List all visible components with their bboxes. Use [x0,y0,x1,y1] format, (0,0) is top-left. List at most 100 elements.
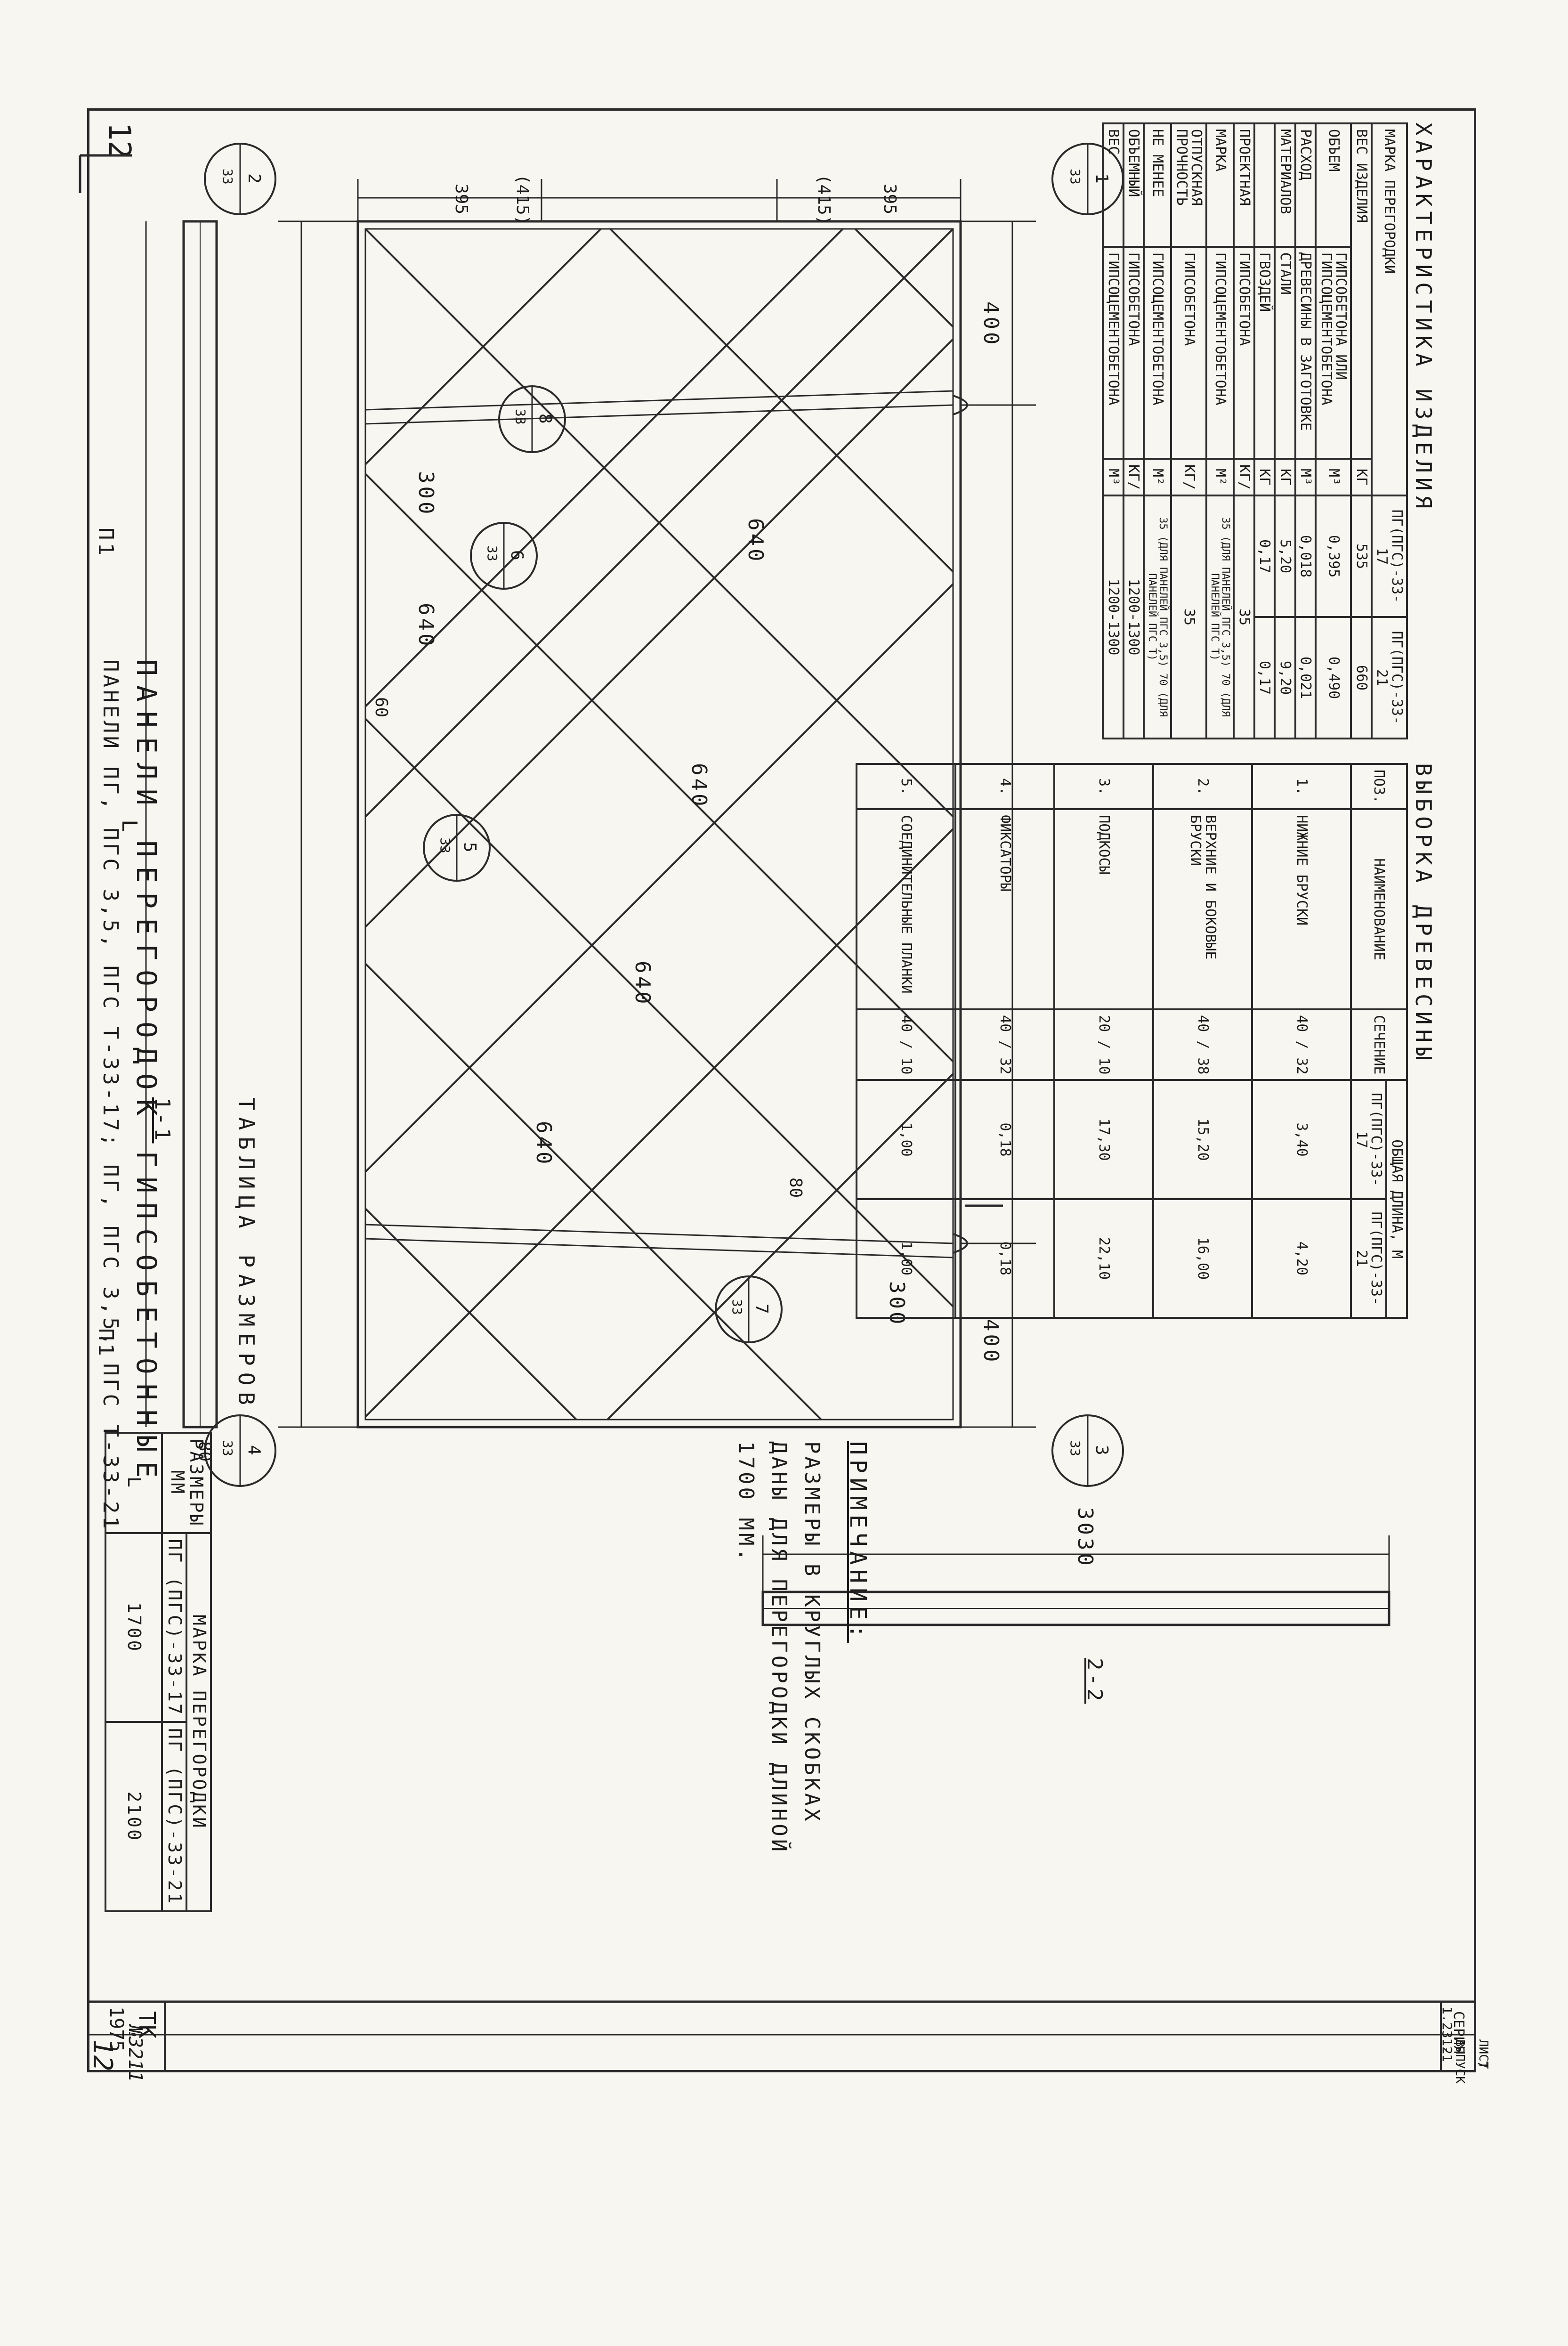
char-row-2-a: РАСХОД [1295,123,1316,247]
char-row-3-b: СТАЛИ [1275,246,1295,459]
sel-row-0-v1: 3,40 [1252,1080,1351,1199]
mark-8-ref: 33 [513,409,528,425]
mark-8: 8 [535,414,555,424]
char-row-5-v1: 35 [1234,495,1254,739]
sel-row-2-pos: 3. [1054,764,1154,810]
sel-head-len: ОБЩАЯ ДЛИНА, М [1386,1080,1407,1318]
char-row-2-u: М³ [1295,458,1316,496]
char-row-5-u: КГ/ [1234,458,1254,496]
char-row-6-b: ГИПСОЦЕМЕНТОБЕТОНА [1206,246,1234,459]
char-row-8-a: НЕ МЕНЕЕ [1144,123,1172,247]
char-row-1-u: М³ [1316,458,1351,496]
note-line-2: ДАНЫ ДЛЯ ПЕРЕГОРОДКИ ДЛИНОЙ [767,1441,791,1855]
note-line-1: РАЗМЕРЫ В КРУГЛЫХ СКОБКАХ [800,1441,824,1824]
mark-7: 7 [752,1304,771,1314]
note-line-3: 1700 ММ. [734,1441,758,1564]
dim-3030: 3030 [1073,1507,1097,1568]
dim-640-d: 640 [532,1121,556,1167]
char-row-6-a: МАРКА [1206,123,1234,247]
char-row-3-u: КГ [1275,458,1295,496]
dim-table-head-mark: МАРКА ПЕРЕГОРОДКИ [186,1533,211,1911]
dim-table-col1: ПГ (ПГС)-33-17 [162,1533,187,1722]
dim-80: 80 [786,1177,805,1198]
timber-selection-table: ПОЗ. НАИМЕНОВАНИЕ СЕЧЕНИЕ ОБЩАЯ ДЛИНА, М… [856,763,1408,1319]
char-row-1-v1: 0,395 [1316,495,1351,617]
mark-1-ref: 33 [1067,169,1083,185]
char-row-7-a: ОТПУСКНАЯ ПРОЧНОСТЬ [1171,123,1207,247]
char-row-2-b: ДРЕВЕСИНЫ В ЗАГОТОВКЕ [1295,246,1316,459]
char-row-3-a: МАТЕРИАЛОВ [1275,123,1295,247]
sel-row-2-sec: 20 / 10 [1054,1009,1154,1080]
dim-640-b: 640 [687,763,711,809]
panel-outline [356,220,962,1429]
sel-head-c1: ПГ(ПГС)-33-17 [1351,1080,1387,1199]
sel-row-3-sec: 40 / 32 [955,1009,1055,1080]
char-row-6-u: М² [1206,458,1234,496]
char-row-4-v2: 0,17 [1254,617,1275,739]
dim-table-v1: 1700 [105,1533,162,1722]
sel-row-1-name: ВЕРХНИЕ И БОКОВЫЕ БРУСКИ [1153,809,1253,1010]
sel-row-0-name: НИЖНИЕ БРУСКИ [1252,809,1351,1010]
char-row-9-b: ГИПСОБЕТОНА [1123,246,1144,459]
sel-row-4-pos: 5. [857,764,956,810]
mark-3-ref: 33 [1067,1440,1083,1456]
dim-640-c: 640 [630,961,655,1007]
sheet-title-main: ПАНЕЛИ ПЕРЕГОРОДОК ГИПСОБЕТОННЫЕ [130,659,162,1487]
char-row-0-v1: 535 [1351,495,1372,617]
dim-640-e: 640 [414,603,438,649]
sel-row-4-name: СОЕДИНИТЕЛЬНЫЕ ПЛАНКИ [857,809,956,1010]
dim-300-b: 300 [414,471,438,517]
char-head-c2: ПГ(ПГС)-33-21 [1372,617,1407,739]
sheet-title-sub: ПАНЕЛИ ПГ, ПГС 3,5, ПГС Т-33-17; ПГ, ПГС… [98,659,122,1532]
char-row-4-u: КГ [1254,458,1275,496]
mark-4-ref: 33 [220,1440,235,1456]
char-row-7-v1: 35 [1171,495,1207,739]
mark-5: 5 [460,842,479,852]
sel-row-4-sec: 40 / 10 [857,1009,956,1080]
sel-row-4-v2: 1,00 [857,1199,956,1318]
sel-row-1-v2: 16,00 [1153,1199,1253,1318]
list-value: 7 [1475,2061,1490,2069]
char-row-4-b: ГВОЗДЕЙ [1254,246,1275,459]
sel-row-2-name: ПОДКОСЫ [1054,809,1154,1010]
dim-400-right: 400 [979,1319,1003,1365]
char-row-4-v1: 0,17 [1254,495,1275,617]
char-row-10-b: ГИПСОЦЕМЕНТОБЕТОНА [1103,246,1123,459]
char-row-2-v1: 0,018 [1295,495,1316,617]
mark-2: 2 [244,173,264,184]
sel-row-1-sec: 40 / 38 [1153,1009,1253,1080]
sel-row-3-pos: 4. [955,764,1055,810]
sel-row-2-v1: 17,30 [1054,1080,1154,1199]
char-row-3-v1: 5,20 [1275,495,1295,617]
dim-400-left: 400 [979,301,1003,348]
org-code: ТК [134,2011,160,2038]
sel-row-3-v2: 0,18 [955,1199,1055,1318]
char-row-6-v1: 35 (ДЛЯ ПАНЕЛЕЙ ПГС 3,5) 70 (ДЛЯ ПАНЕЛЕЙ… [1206,495,1234,739]
sel-head-name: НАИМЕНОВАНИЕ [1351,809,1407,1010]
char-table-title: ХАРАКТЕРИСТИКА ИЗДЕЛИЯ [1411,122,1436,513]
char-row-10-u: М³ [1103,458,1123,496]
dim-60: 60 [372,697,391,718]
dim-table-col2: ПГ (ПГС)-33-21 [162,1722,187,1911]
char-row-7-b: ГИПСОБЕТОНА [1171,246,1207,459]
char-row-0-v2: 660 [1351,617,1372,739]
char-row-9-a: ОБЪЕМНЫЙ [1123,123,1144,247]
char-row-10-a: ВЕС [1103,123,1123,247]
char-row-2-v2: 0,021 [1295,617,1316,739]
dim-415-bottom: (415) [513,174,532,226]
dim-415-top: (415) [814,174,833,226]
char-row-1-v2: 0,490 [1316,617,1351,739]
char-row-8-b: ГИПСОЦЕМЕНТОБЕТОНА [1144,246,1172,459]
char-head-c1: ПГ(ПГС)-33-17 [1372,495,1407,617]
mark-6-ref: 33 [485,545,500,561]
sheet-year: 1975 [105,2006,127,2052]
char-row-7-u: КГ/ [1171,458,1207,496]
dim-640-a: 640 [744,518,768,564]
dim-395-top: 395 [880,184,899,215]
char-row-1-a: ОБЪЕМ [1316,123,1351,247]
sel-head-sec: СЕЧЕНИЕ [1351,1009,1407,1080]
mark-2-ref: 33 [220,169,235,185]
